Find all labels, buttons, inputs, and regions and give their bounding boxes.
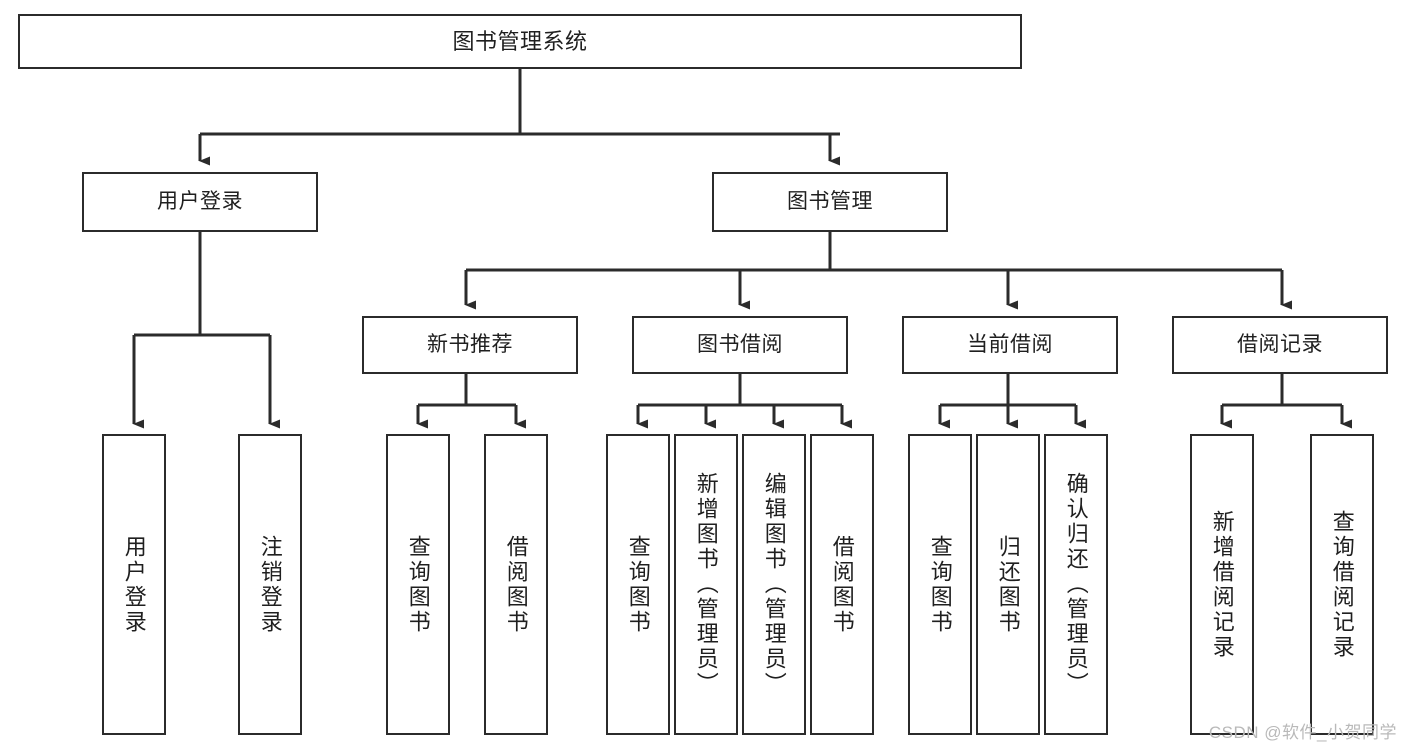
node-leaf-add-book-label: 新增图书（管理员） bbox=[693, 472, 719, 697]
node-leaf-query-book-2-label: 查询图书 bbox=[625, 534, 651, 635]
node-leaf-borrow-book-1[interactable]: 借阅图书 bbox=[484, 434, 548, 735]
node-user-login-label: 用户登录 bbox=[157, 189, 243, 213]
node-new-book-recommend[interactable]: 新书推荐 bbox=[362, 316, 578, 374]
node-book-management-label: 图书管理 bbox=[787, 189, 873, 213]
node-leaf-user-login[interactable]: 用户登录 bbox=[102, 434, 166, 735]
node-new-book-recommend-label: 新书推荐 bbox=[427, 332, 513, 356]
node-borrow-record-label: 借阅记录 bbox=[1237, 332, 1323, 356]
node-book-borrow-label: 图书借阅 bbox=[697, 332, 783, 356]
node-leaf-query-book-1-label: 查询图书 bbox=[405, 534, 431, 635]
node-leaf-add-record-label: 新增借阅记录 bbox=[1209, 509, 1235, 660]
node-leaf-confirm-return[interactable]: 确认归还（管理员） bbox=[1044, 434, 1108, 735]
node-leaf-add-record[interactable]: 新增借阅记录 bbox=[1190, 434, 1254, 735]
node-borrow-record[interactable]: 借阅记录 bbox=[1172, 316, 1388, 374]
node-leaf-return-book-label: 归还图书 bbox=[995, 534, 1021, 635]
node-book-management[interactable]: 图书管理 bbox=[712, 172, 948, 232]
node-leaf-edit-book[interactable]: 编辑图书（管理员） bbox=[742, 434, 806, 735]
node-root[interactable]: 图书管理系统 bbox=[18, 14, 1022, 69]
node-leaf-logout-login[interactable]: 注销登录 bbox=[238, 434, 302, 735]
node-current-borrow[interactable]: 当前借阅 bbox=[902, 316, 1118, 374]
node-leaf-user-login-label: 用户登录 bbox=[121, 534, 147, 635]
node-leaf-query-record-label: 查询借阅记录 bbox=[1329, 509, 1355, 660]
node-leaf-query-book-1[interactable]: 查询图书 bbox=[386, 434, 450, 735]
node-leaf-query-record[interactable]: 查询借阅记录 bbox=[1310, 434, 1374, 735]
node-leaf-borrow-book-2[interactable]: 借阅图书 bbox=[810, 434, 874, 735]
watermark-text: CSDN @软件_小贺同学 bbox=[1208, 723, 1397, 742]
node-leaf-query-book-3[interactable]: 查询图书 bbox=[908, 434, 972, 735]
node-leaf-query-book-3-label: 查询图书 bbox=[927, 534, 953, 635]
node-user-login[interactable]: 用户登录 bbox=[82, 172, 318, 232]
node-current-borrow-label: 当前借阅 bbox=[967, 332, 1053, 356]
node-leaf-return-book[interactable]: 归还图书 bbox=[976, 434, 1040, 735]
node-leaf-borrow-book-2-label: 借阅图书 bbox=[829, 534, 855, 635]
node-leaf-edit-book-label: 编辑图书（管理员） bbox=[761, 472, 787, 697]
node-book-borrow[interactable]: 图书借阅 bbox=[632, 316, 848, 374]
node-leaf-confirm-return-label: 确认归还（管理员） bbox=[1063, 472, 1089, 697]
node-leaf-borrow-book-1-label: 借阅图书 bbox=[503, 534, 529, 635]
node-leaf-query-book-2[interactable]: 查询图书 bbox=[606, 434, 670, 735]
node-root-label: 图书管理系统 bbox=[452, 28, 588, 54]
node-leaf-add-book[interactable]: 新增图书（管理员） bbox=[674, 434, 738, 735]
node-leaf-logout-login-label: 注销登录 bbox=[257, 534, 283, 635]
